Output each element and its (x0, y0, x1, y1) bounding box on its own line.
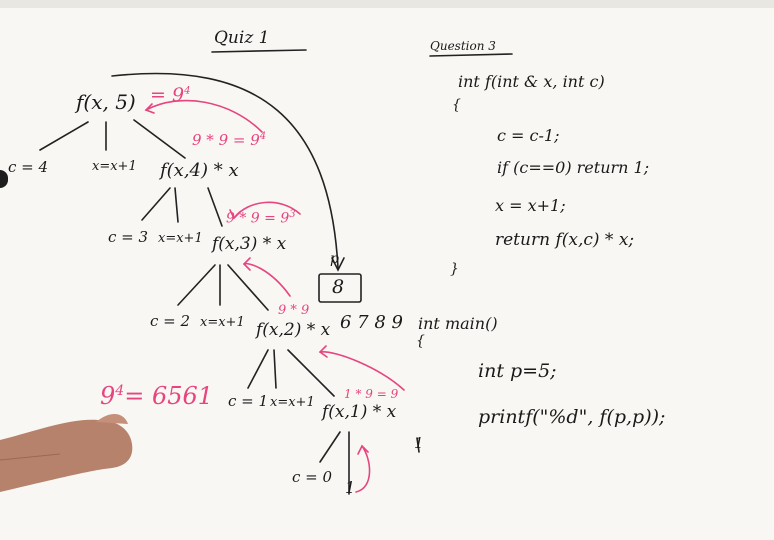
tree-root-result: = 94 (150, 84, 191, 106)
code-f-line-2: if (c==0) return 1; (497, 158, 650, 177)
question-label: Question 3 (430, 39, 496, 53)
tree-l5-c: c = 0 (292, 468, 333, 486)
code-f-line-3: x = x+1; (495, 196, 566, 215)
tree-l1-inc: x=x+1 (92, 159, 137, 174)
tree-l4-call: f(x,1) * x (322, 402, 397, 422)
code-f-signature: int f(int & x, int c) (458, 72, 605, 91)
tree-l3-inc: x=x+1 (200, 315, 245, 330)
tree-l4-c: c = 1 (228, 392, 269, 410)
code-f-open-brace: { (452, 97, 461, 113)
code-main-open-brace: { (416, 333, 425, 349)
code-main-line-1: int p=5; (478, 360, 557, 382)
tree-l4-return: 1 * 9 = 9 (344, 387, 399, 401)
code-f-line-1: c = c-1; (497, 126, 560, 145)
tree-l2-inc: x=x+1 (158, 231, 203, 246)
tree-l1-call: f(x,4) * x (160, 160, 239, 181)
p-box-value: 8 (332, 276, 345, 298)
tree-root-call: f(x, 5) (76, 90, 136, 114)
tree-l2-c: c = 3 (108, 228, 149, 246)
p-box-history: 6 7 8 9 (340, 312, 403, 333)
tree-l1-return: 9 * 9 = 94 (192, 131, 267, 149)
tree-extra-one: 1 (414, 434, 424, 452)
code-main-signature: int main() (418, 314, 498, 333)
tree-l3-call: f(x,2) * x (256, 320, 331, 340)
tree-l4-inc: x=x+1 (270, 395, 315, 410)
tree-l2-return: 9 * 9 = 93 (226, 209, 296, 227)
tree-l1-c: c = 4 (8, 158, 49, 176)
code-f-close-brace: } (450, 261, 459, 277)
tree-l3-c: c = 2 (150, 312, 191, 330)
tree-l2-call: f(x,3) * x (212, 234, 287, 254)
quiz-title: Quiz 1 (214, 28, 270, 48)
code-main-line-2: printf("%d", f(p,p)); (478, 406, 666, 428)
board-top-edge (0, 0, 774, 8)
tree-l3-return: 9 * 9 (278, 303, 310, 318)
board-edge-marker (0, 170, 8, 188)
code-f-line-4: return f(x,c) * x; (495, 230, 635, 250)
tree-l5-return: 1 (345, 478, 356, 497)
presenter-hand (0, 413, 133, 492)
answer: 94= 6561 (100, 382, 214, 410)
p-box-label: p (330, 251, 339, 267)
